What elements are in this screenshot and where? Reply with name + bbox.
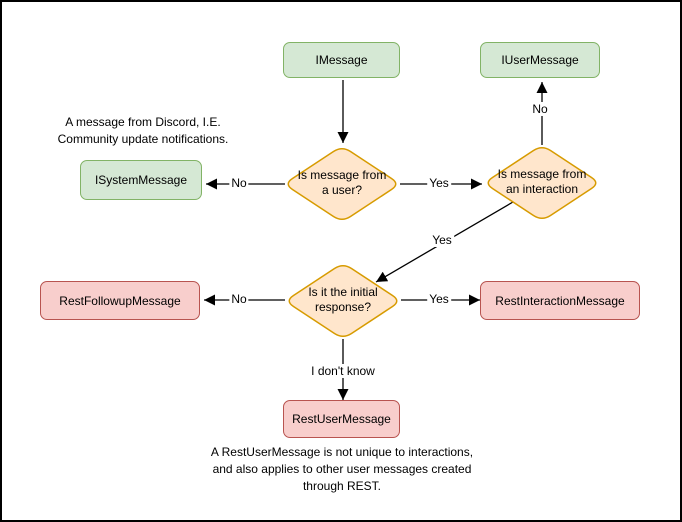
edge-label-is-initial-no: No (229, 292, 249, 306)
node-imessage: IMessage (283, 42, 400, 78)
node-restfollowupmessage: RestFollowupMessage (40, 281, 200, 320)
node-restinteractionmessage-label: RestInteractionMessage (495, 293, 625, 308)
edge-label-is-interaction-no: No (530, 102, 550, 116)
node-iusermessage: IUserMessage (480, 42, 600, 78)
node-restinteractionmessage: RestInteractionMessage (480, 281, 640, 320)
edge-label-is-user-yes: Yes (427, 176, 451, 190)
node-imessage-label: IMessage (315, 53, 368, 67)
node-restusermessage-label: RestUserMessage (292, 412, 391, 426)
edge-label-is-user-no: No (229, 176, 249, 190)
note-restusermessage: A RestUserMessage is not unique to inter… (210, 445, 474, 493)
node-isystemmessage-label: ISystemMessage (94, 173, 188, 187)
edge-label-is-interaction-yes: Yes (430, 233, 454, 247)
edge-label-is-initial-yes: Yes (427, 292, 451, 306)
decision-is-user-shape (287, 148, 397, 220)
node-isystemmessage: ISystemMessage (80, 160, 202, 200)
decision-is-initial-shape (288, 265, 398, 337)
node-restfollowupmessage-label: RestFollowupMessage (59, 293, 181, 308)
edge-label-is-initial-unknown: I don't know (309, 364, 377, 378)
decision-is-interaction-shape (487, 147, 597, 219)
note-isystemmessage: A message from Discord, I.E. Community u… (57, 115, 229, 146)
node-iusermessage-label: IUserMessage (501, 53, 579, 67)
node-restusermessage: RestUserMessage (283, 400, 400, 438)
